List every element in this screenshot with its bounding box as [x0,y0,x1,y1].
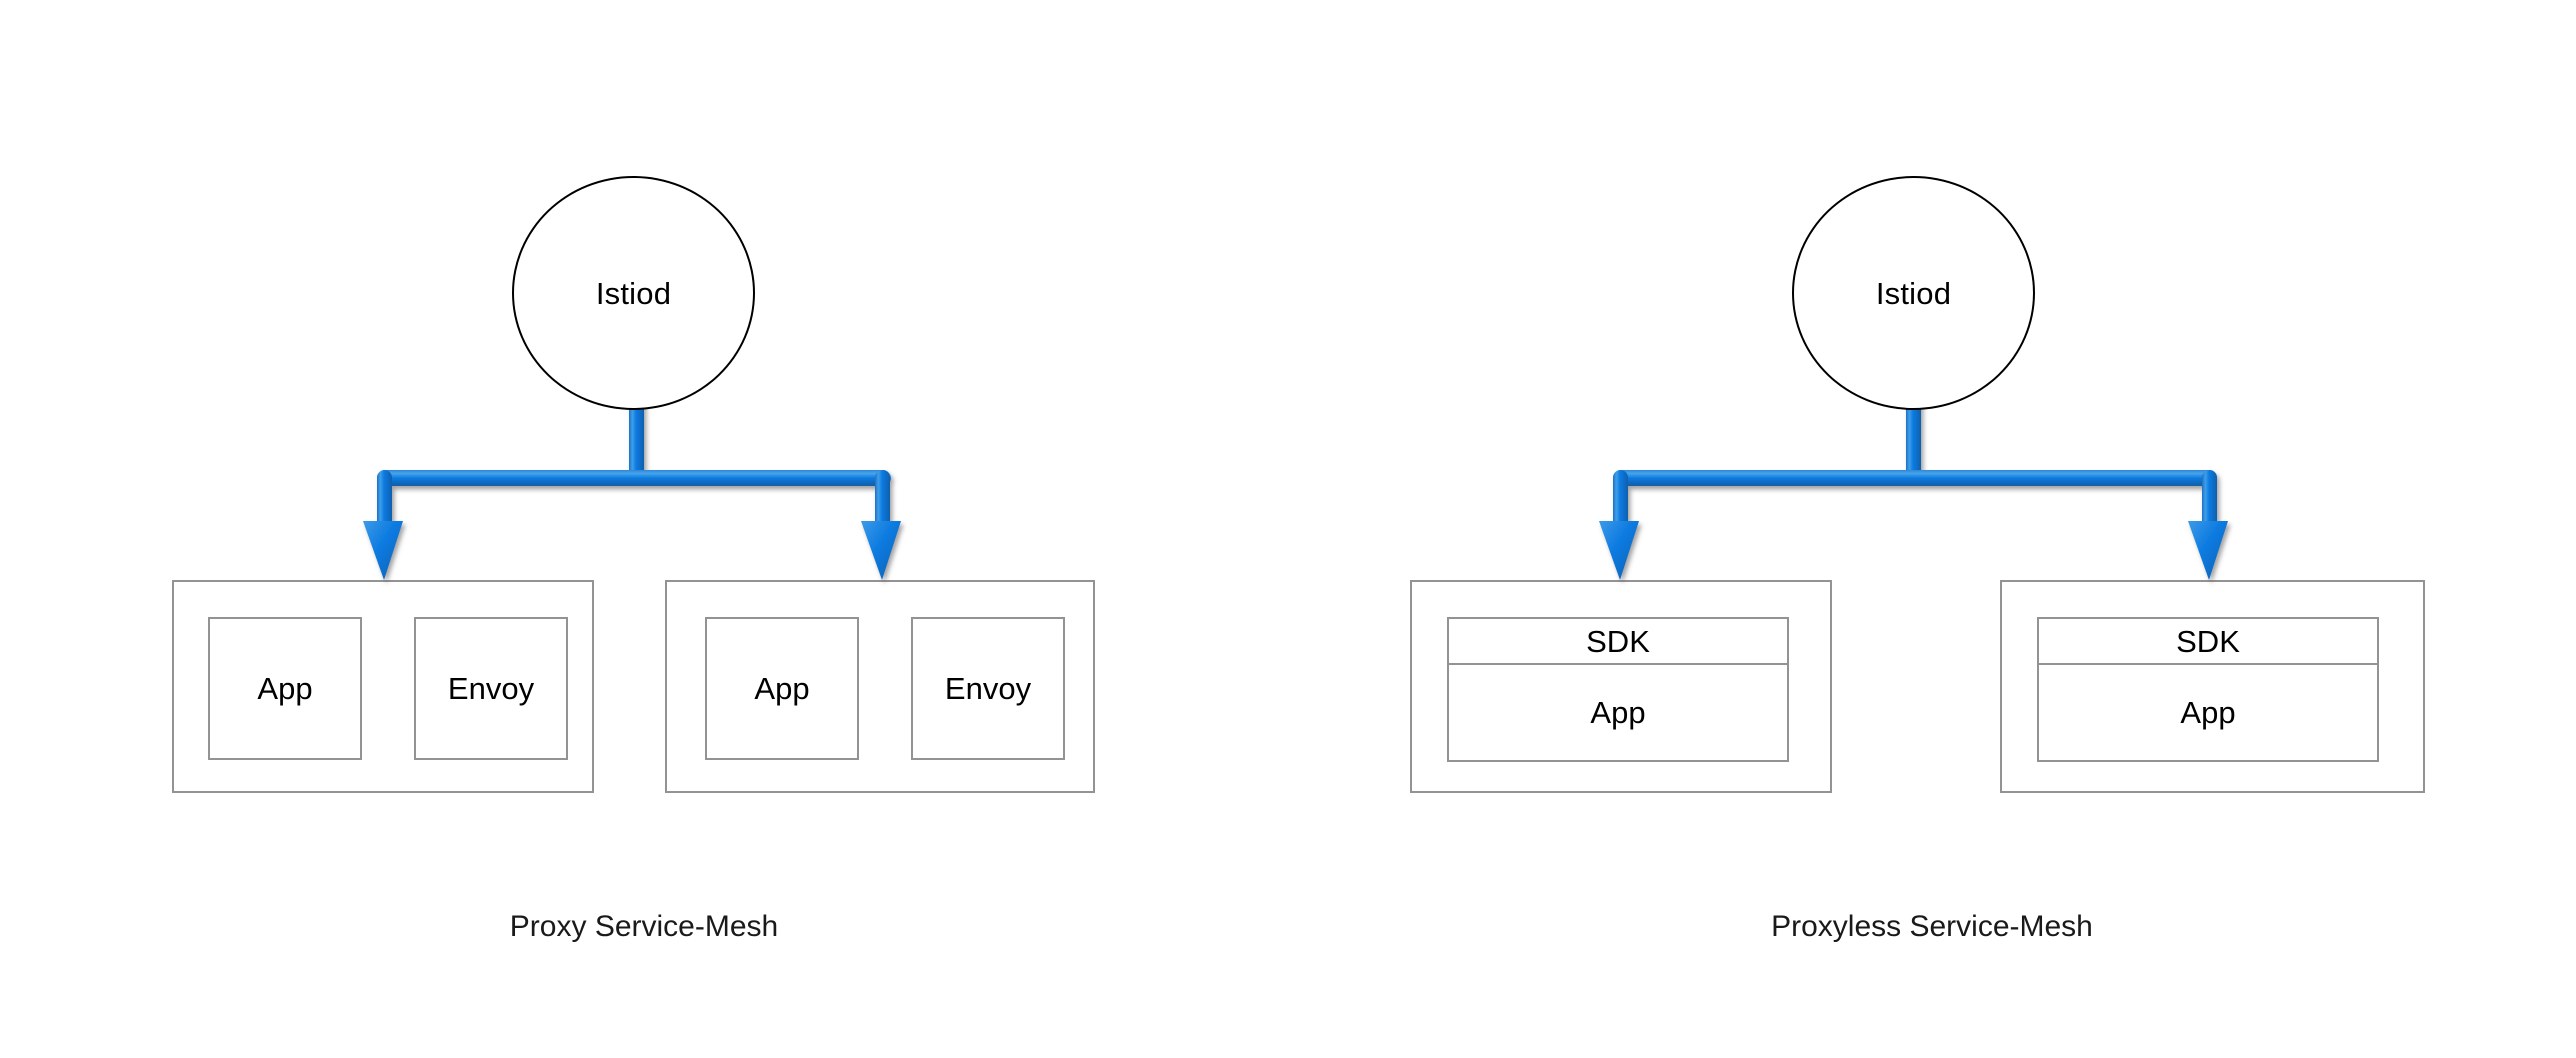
caption-proxy-service-mesh: Proxy Service-Mesh [509,910,779,943]
pod-1-component-envoy[interactable]: Envoy [414,617,568,760]
pod-1-proxy[interactable]: App Envoy [172,580,594,793]
pod-4-component-app[interactable]: App [2039,665,2377,760]
connector-layer-proxy [363,398,901,580]
pod-2-envoy-label: Envoy [944,671,1032,706]
pod-4-stack: SDK App [2037,617,2379,762]
pod-1-envoy-label: Envoy [447,671,535,706]
pod-2-proxy[interactable]: App Envoy [665,580,1095,793]
istiod-node-proxyless[interactable]: Istiod [1792,176,2035,410]
pod-4-app-label: App [2180,695,2236,730]
pod-2-component-app[interactable]: App [705,617,859,760]
pod-2-component-envoy[interactable]: Envoy [911,617,1065,760]
istiod-label: Istiod [1875,275,1952,311]
pod-3-component-sdk[interactable]: SDK [1449,619,1787,665]
connector-istiod-to-pods [1599,398,2228,580]
pod-4-sdk-label: SDK [2176,623,2240,659]
connector-istiod-to-pods [363,398,901,580]
pod-4-component-sdk[interactable]: SDK [2039,619,2377,665]
pod-1-app-label: App [257,671,313,706]
pod-2-app-label: App [754,671,810,706]
panel-proxyless-service-mesh: Istiod SDK App SDK App [1288,0,2576,1058]
pod-3-component-app[interactable]: App [1449,665,1787,760]
pod-3-stack: SDK App [1447,617,1789,762]
caption-proxyless-service-mesh: Proxyless Service-Mesh [1771,910,2093,943]
pod-3-sdk-label: SDK [1586,623,1650,659]
istiod-label: Istiod [595,275,672,311]
panel-proxy-service-mesh: Istiod App Envoy App Envoy Proxy Service… [172,176,1095,943]
connector-layer-proxyless [1599,398,2228,580]
pod-4-proxyless[interactable]: SDK App [2000,580,2425,793]
pod-3-proxyless[interactable]: SDK App [1410,580,1832,793]
pod-3-app-label: App [1590,695,1646,730]
pod-1-component-app[interactable]: App [208,617,362,760]
istiod-node-proxy[interactable]: Istiod [512,176,755,410]
